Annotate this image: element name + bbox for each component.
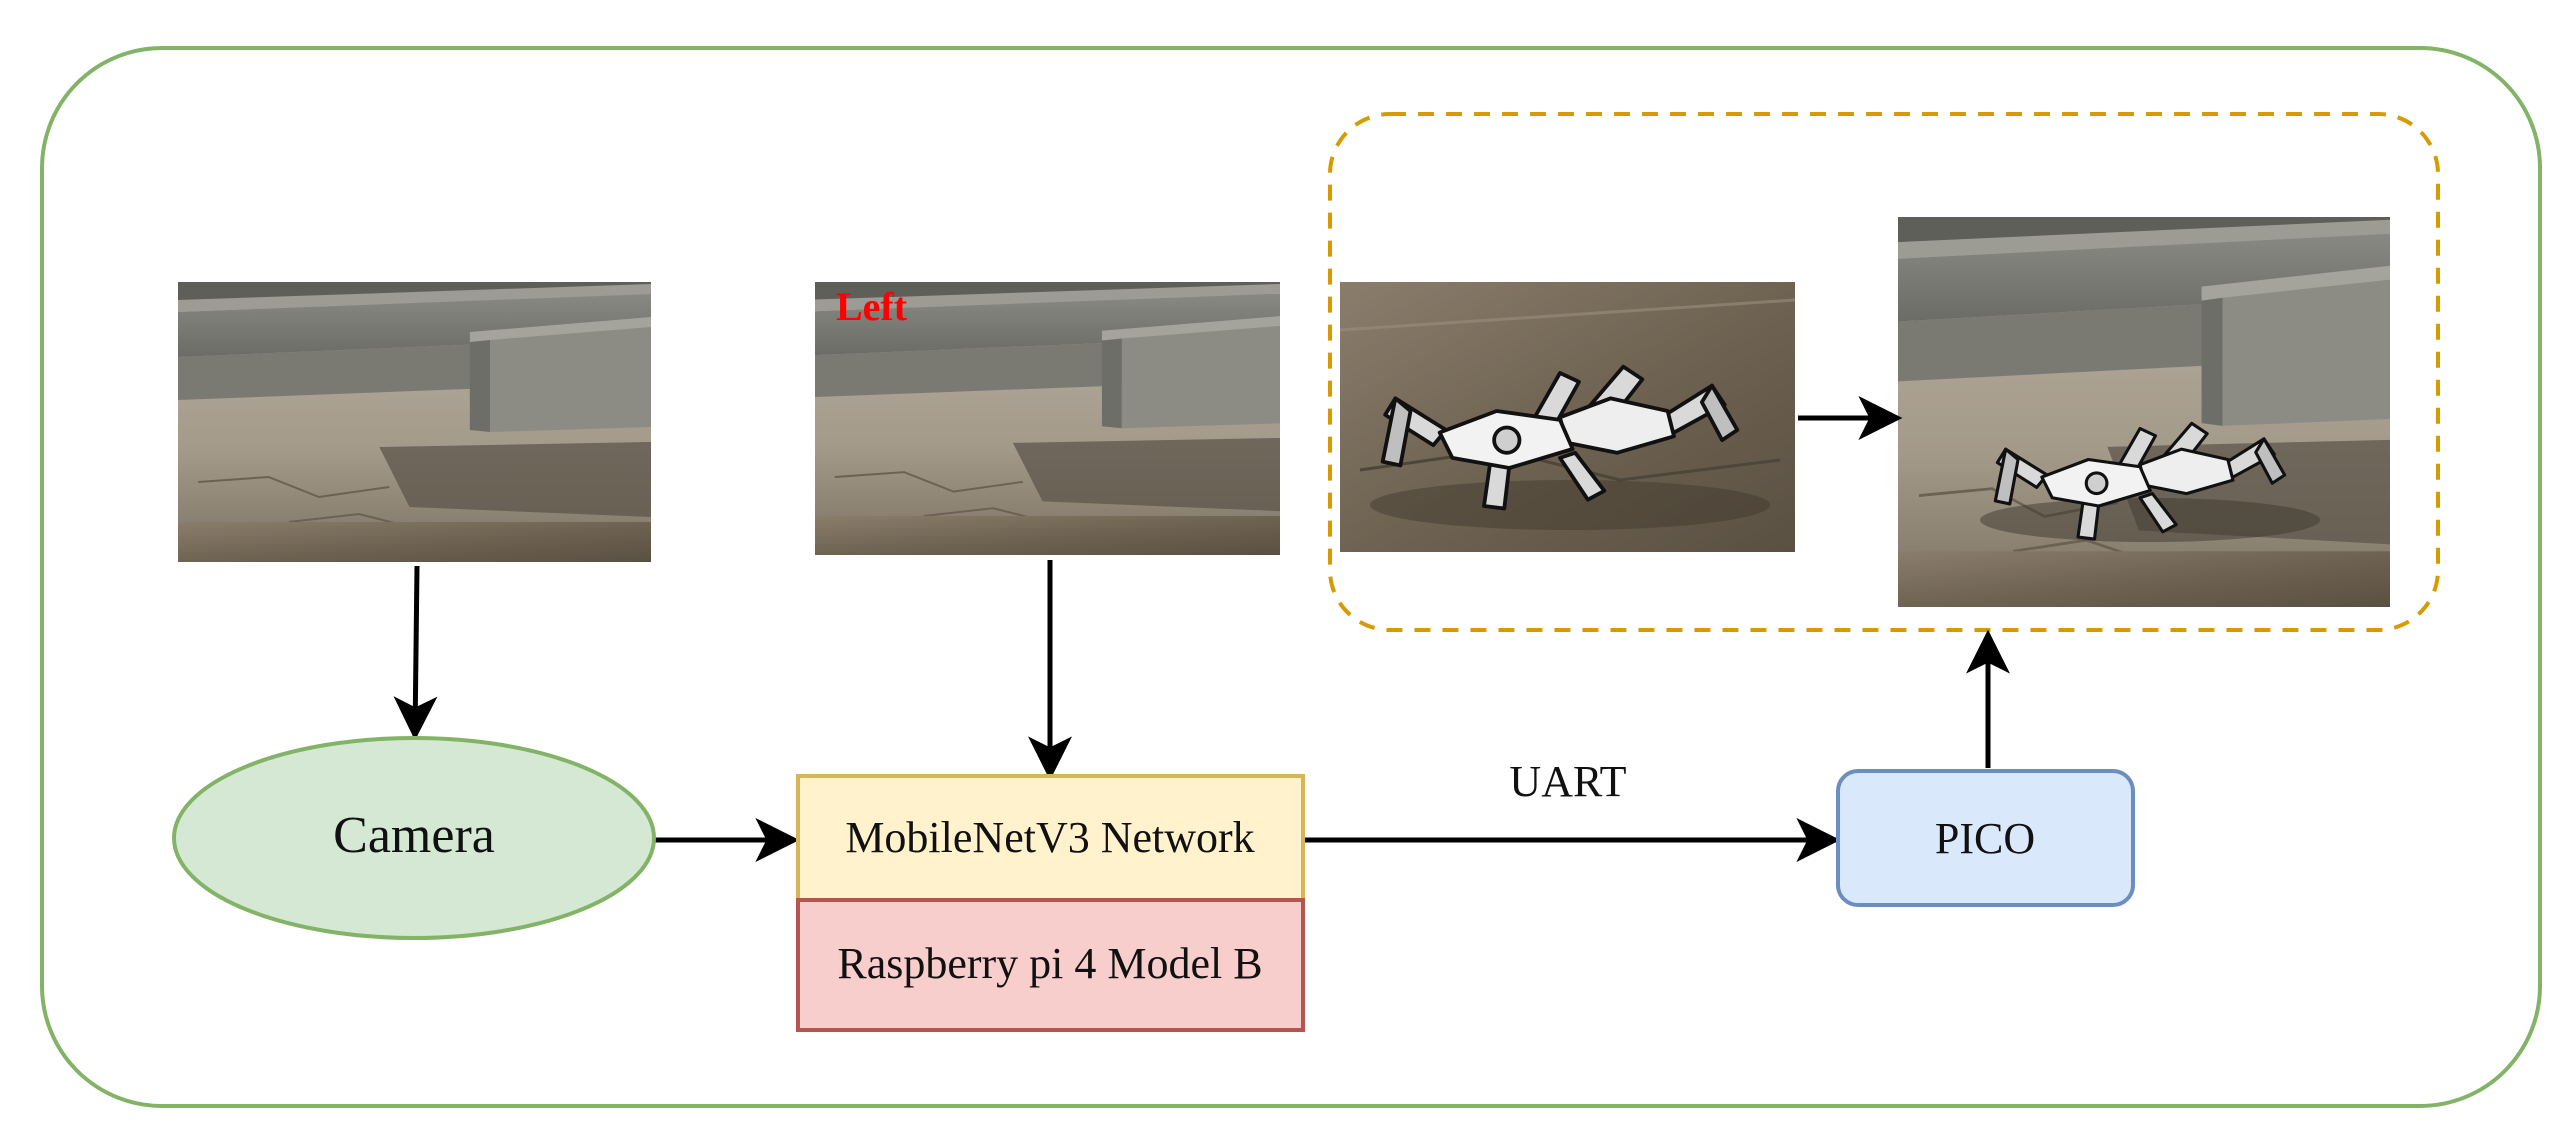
network-label: MobileNetV3 Network: [845, 813, 1254, 862]
raspberry-box: [796, 898, 1305, 1032]
pico-node: PICO: [1836, 769, 2135, 907]
uart-label: UART: [1509, 757, 1626, 806]
raspberry-label: Raspberry pi 4 Model B: [837, 939, 1262, 988]
robot-after-photo: [1898, 217, 2390, 607]
classified-photo: Left: [815, 282, 1280, 555]
camera-node: Camera: [172, 736, 656, 940]
robot-before-photo: [1339, 282, 1796, 552]
input-photo: [178, 282, 651, 562]
pico-label: PICO: [1935, 814, 2035, 863]
arrow-photo-to-camera: [393, 565, 438, 741]
camera-label: Camera: [333, 807, 495, 864]
classification-result-text: Left: [836, 284, 908, 329]
raspberry-node: Raspberry pi 4 Model B: [796, 898, 1305, 1032]
camera-ellipse: [172, 736, 656, 940]
network-node: MobileNetV3 Network: [796, 774, 1305, 902]
pico-box: [1836, 769, 2135, 907]
network-box: [796, 774, 1305, 902]
